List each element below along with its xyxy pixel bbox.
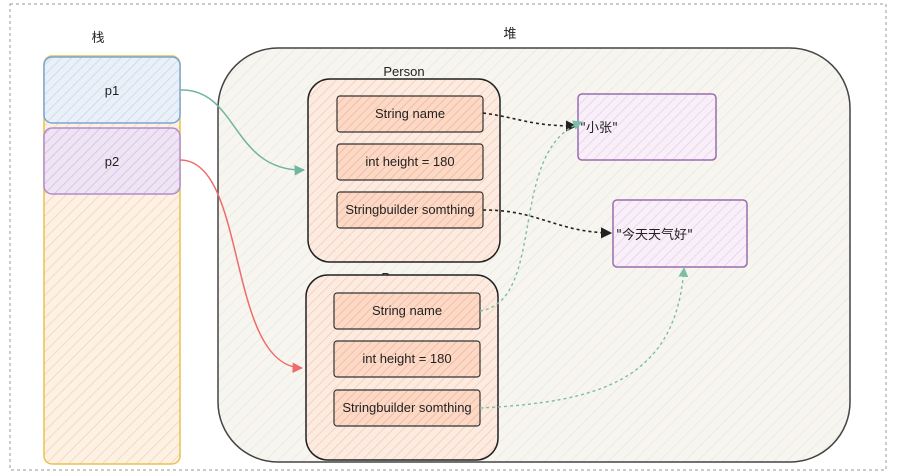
outer-frame xyxy=(9,3,887,471)
value-box-weather[interactable] xyxy=(612,199,748,268)
arrow-person-2-something-to-value xyxy=(479,267,689,409)
stack-item-p2[interactable] xyxy=(43,127,181,195)
person-2-field-height-label: int height = 180 xyxy=(362,351,451,366)
person-1-field-something-label: Stringbuilder somthing xyxy=(345,202,474,217)
person-2-field-name-label: String name xyxy=(372,303,442,318)
arrow-p1-to-person-1 xyxy=(179,89,306,176)
arrow-person-1-name-to-value xyxy=(482,112,578,132)
stack-title: 栈 xyxy=(91,31,104,46)
person-1-field-name-label: String name xyxy=(375,106,445,121)
person-2-field-something-label: Stringbuilder somthing xyxy=(342,400,471,415)
person-1-field-height-label: int height = 180 xyxy=(365,154,454,169)
arrow-p2-to-person-2 xyxy=(179,159,304,373)
person-1-title: Person xyxy=(383,64,424,79)
stack-item-p2-label: p2 xyxy=(105,154,119,169)
stack-item-p1-label: p1 xyxy=(105,83,119,98)
heap-title: 堆 xyxy=(503,27,516,42)
arrow-person-2-name-to-value xyxy=(479,120,583,312)
value-box-weather-label: "今天天气好" xyxy=(616,227,693,243)
person-1-field-name[interactable] xyxy=(336,95,484,133)
value-box-xiaozhang-label: "小张" xyxy=(580,121,618,136)
person-2-field-height[interactable] xyxy=(333,340,481,378)
person-1-field-height[interactable] xyxy=(336,143,484,181)
